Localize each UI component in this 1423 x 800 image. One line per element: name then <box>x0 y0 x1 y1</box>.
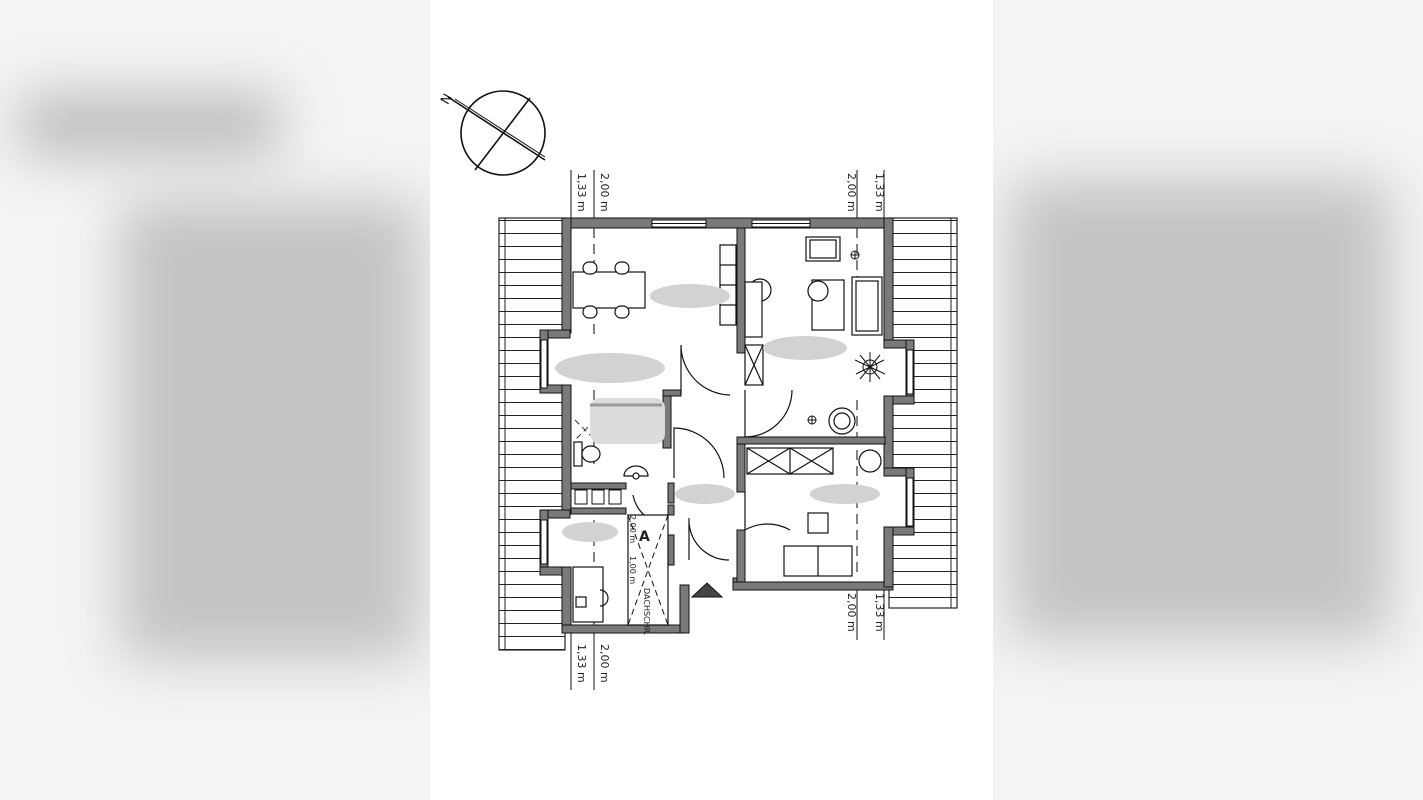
dim-label-bottom-right-a: 2,00 m <box>845 593 858 632</box>
storage-letter: A <box>639 529 650 545</box>
armchair <box>805 236 841 262</box>
storage-room: A 2,00 m 1,00 m DACHSCHR. <box>627 514 669 635</box>
dim-label-top-left-b: 2,00 m <box>598 173 611 212</box>
svg-text:N: N <box>438 91 456 107</box>
bg-blob <box>120 200 420 660</box>
bedroom-sofa <box>783 512 853 577</box>
sofa <box>851 276 883 336</box>
floor-plan: N <box>438 90 958 690</box>
dining-table <box>572 261 646 319</box>
bg-blob <box>1010 180 1390 640</box>
washer <box>572 566 609 623</box>
roof-left <box>498 217 566 651</box>
dim-label-top-right-a: 2,00 m <box>845 173 858 212</box>
dim-label-top-right-b: 1,33 m <box>873 173 886 212</box>
bedroom-chair <box>858 449 882 473</box>
bg-blob <box>20 95 280 155</box>
lamp-icon <box>807 250 860 425</box>
dim-label-top-left-a: 1,33 m <box>575 173 588 212</box>
coffee-table <box>807 279 845 331</box>
shelf <box>744 344 764 386</box>
redaction-marks <box>555 284 880 542</box>
roof-right <box>888 217 958 609</box>
round-chair <box>828 407 856 435</box>
wardrobe <box>746 447 834 475</box>
sink <box>623 465 649 480</box>
desk-chair <box>744 278 772 338</box>
entrance-arrow-icon <box>690 582 724 598</box>
storage-height-bottom: 1,00 m <box>628 556 637 584</box>
kitchen-counter <box>719 244 737 326</box>
windows <box>540 219 914 565</box>
dim-label-bottom-left-a: 1,33 m <box>575 644 588 683</box>
toilet <box>573 441 601 467</box>
dim-label-bottom-right-b: 1,33 m <box>873 593 886 632</box>
dim-label-bottom-left-b: 2,00 m <box>598 644 611 683</box>
storage-height-top: 2,00 m <box>628 515 637 543</box>
dimension-leaders <box>570 170 885 690</box>
plant-icon <box>854 352 886 382</box>
storage-side-text: DACHSCHR. <box>642 588 651 635</box>
north-arrow-icon: N <box>438 90 546 176</box>
small-cabinets <box>574 489 622 505</box>
dimension-labels: 1,33 m 2,00 m 2,00 m 1,33 m 1,33 m 2,00 … <box>575 173 886 683</box>
